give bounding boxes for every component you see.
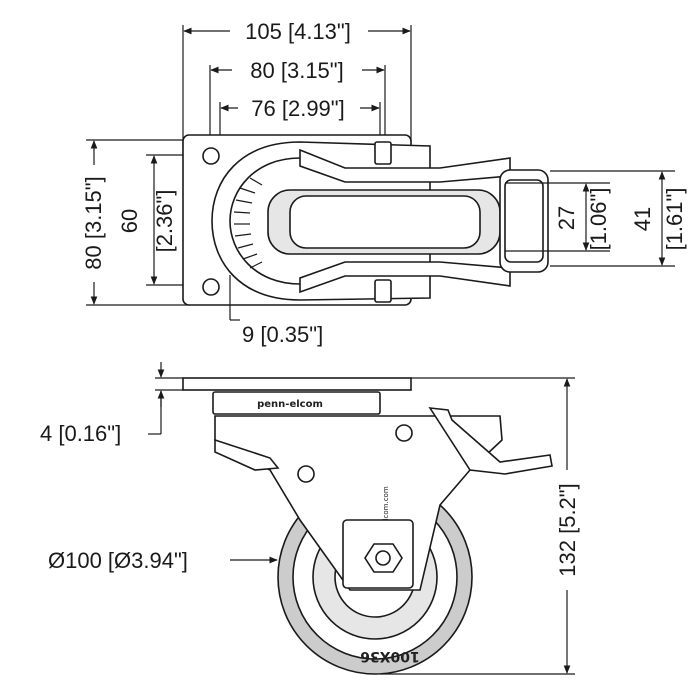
dim-hole-spacing-inner: 76 [2.99"]: [251, 96, 344, 121]
dim-hole-spacing-outer: 80 [3.15"]: [250, 58, 343, 83]
dim-hole-offset: 9 [0.35"]: [242, 322, 323, 347]
brand-text: penn-elcom: [257, 399, 323, 410]
tire-marking: 100X36: [360, 648, 420, 664]
axle-bolt-bottom: [374, 279, 392, 303]
brake-lever-side: [428, 407, 553, 475]
dim-plate-height: 80 [3.15"]: [81, 176, 106, 269]
top-view: 105 [4.13"] 80 [3.15"] 76 [2.99"] 80 [3.…: [81, 19, 687, 347]
axle-bolt-top: [374, 141, 392, 165]
mount-hole-bl: [202, 278, 220, 296]
mount-hole-tl: [202, 147, 220, 165]
dim-hole-pitch-in: [2.36"]: [152, 190, 177, 253]
dim-wheel-diameter: Ø100 [Ø3.94"]: [48, 548, 188, 573]
top-plate-side: [182, 377, 412, 391]
fork-pivot-hole: [297, 465, 315, 483]
swivel-bearing-side: [212, 391, 381, 415]
dim-brake-width-mm: 41: [630, 207, 655, 231]
side-view: 4 [0.16"] 100X36 penn-elcom www.penn-elc…: [40, 362, 580, 675]
dim-total-height: 132 [5.2"]: [555, 483, 580, 576]
dim-hole-pitch-mm: 60: [117, 209, 142, 233]
dim-wheel-width-in: [1.06"]: [586, 188, 611, 251]
brake-pedal-top: [499, 169, 549, 273]
dim-brake-width-in: [1.61"]: [662, 188, 687, 251]
dim-overall-width: 105 [4.13"]: [245, 19, 351, 44]
dim-plate-thickness: 4 [0.16"]: [40, 421, 121, 446]
dim-wheel-width-mm: 27: [554, 206, 579, 230]
fork-upper-hole: [395, 424, 413, 442]
brake-tab-left: [214, 438, 280, 471]
